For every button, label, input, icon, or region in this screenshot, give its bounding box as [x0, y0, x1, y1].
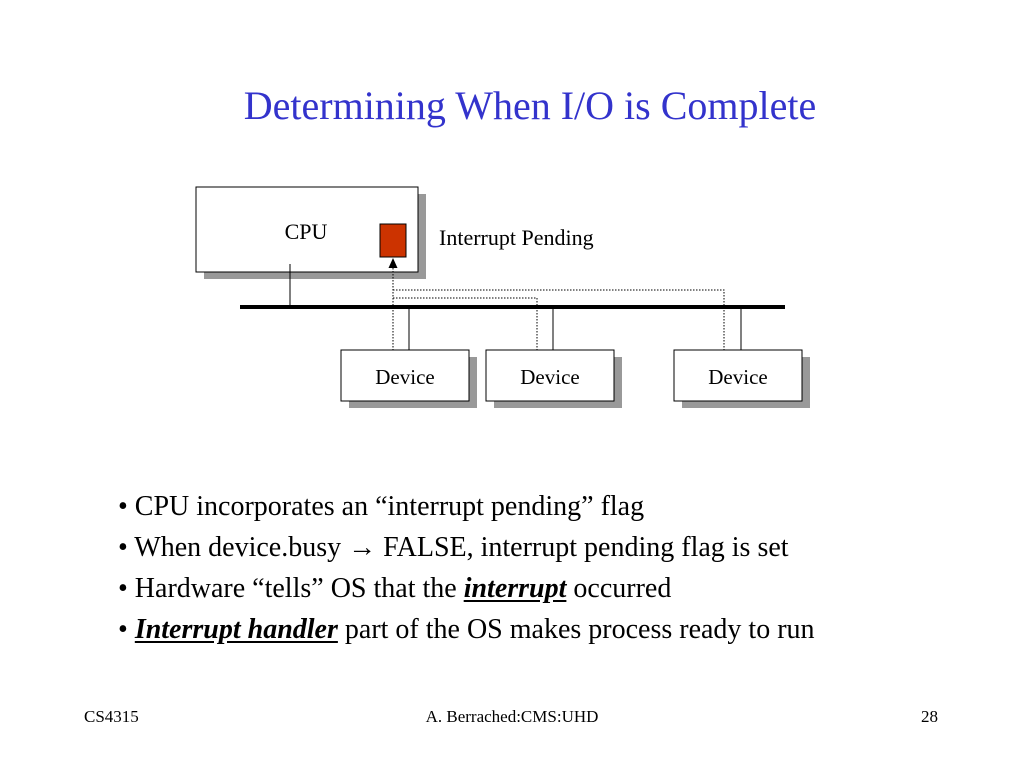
footer-page-number: 28 — [921, 707, 938, 726]
bullet-item: • When device.busy → FALSE, interrupt pe… — [118, 527, 815, 568]
footer-author: A. Berrached:CMS:UHD — [425, 707, 599, 726]
bullet-item: • Hardware “tells” OS that the interrupt… — [118, 568, 815, 609]
device-box: Device — [673, 349, 810, 408]
arrow-symbol: → — [348, 532, 377, 563]
device-label: Device — [708, 365, 767, 389]
footer-course: CS4315 — [84, 707, 139, 726]
device-box-frame — [673, 349, 803, 402]
interrupt-arrow-head — [388, 258, 398, 268]
slide-title: Determining When I/O is Complete — [243, 83, 817, 128]
bullet-item: • CPU incorporates an “interrupt pending… — [118, 486, 815, 527]
bullet-text: FALSE, interrupt pending flag is set — [376, 532, 789, 563]
device-box: Device — [485, 349, 622, 408]
device-box: Device — [340, 349, 477, 408]
interrupt-line-device-3 — [393, 289, 725, 350]
bullet-text: • CPU incorporates an “interrupt pending… — [118, 491, 645, 522]
interrupt-line-device-2 — [393, 297, 538, 350]
bullet-item: • Interrupt handler part of the OS makes… — [118, 609, 815, 650]
device-label: Device — [375, 365, 434, 389]
bullet-text: part of the OS makes process ready to ru… — [337, 614, 815, 645]
device-label: Device — [520, 365, 579, 389]
interrupt-pending-label: Interrupt Pending — [439, 225, 594, 250]
bullet-text: • — [118, 614, 135, 645]
bullet-text: • Hardware “tells” OS that the — [118, 573, 464, 604]
interrupt-signal-lines — [392, 268, 725, 350]
cpu-label: CPU — [285, 219, 328, 244]
device-box-frame — [340, 349, 470, 402]
device-bus-connectors — [408, 307, 742, 350]
bullet-text: • When device.busy — [118, 532, 349, 563]
device-box-frame — [485, 349, 615, 402]
emphasized-term: Interrupt handler — [134, 614, 338, 645]
bullet-text: occurred — [566, 573, 672, 604]
bullet-list: • CPU incorporates an “interrupt pending… — [118, 486, 815, 650]
emphasized-term: interrupt — [463, 573, 567, 604]
interrupt-pending-flag — [379, 223, 407, 258]
